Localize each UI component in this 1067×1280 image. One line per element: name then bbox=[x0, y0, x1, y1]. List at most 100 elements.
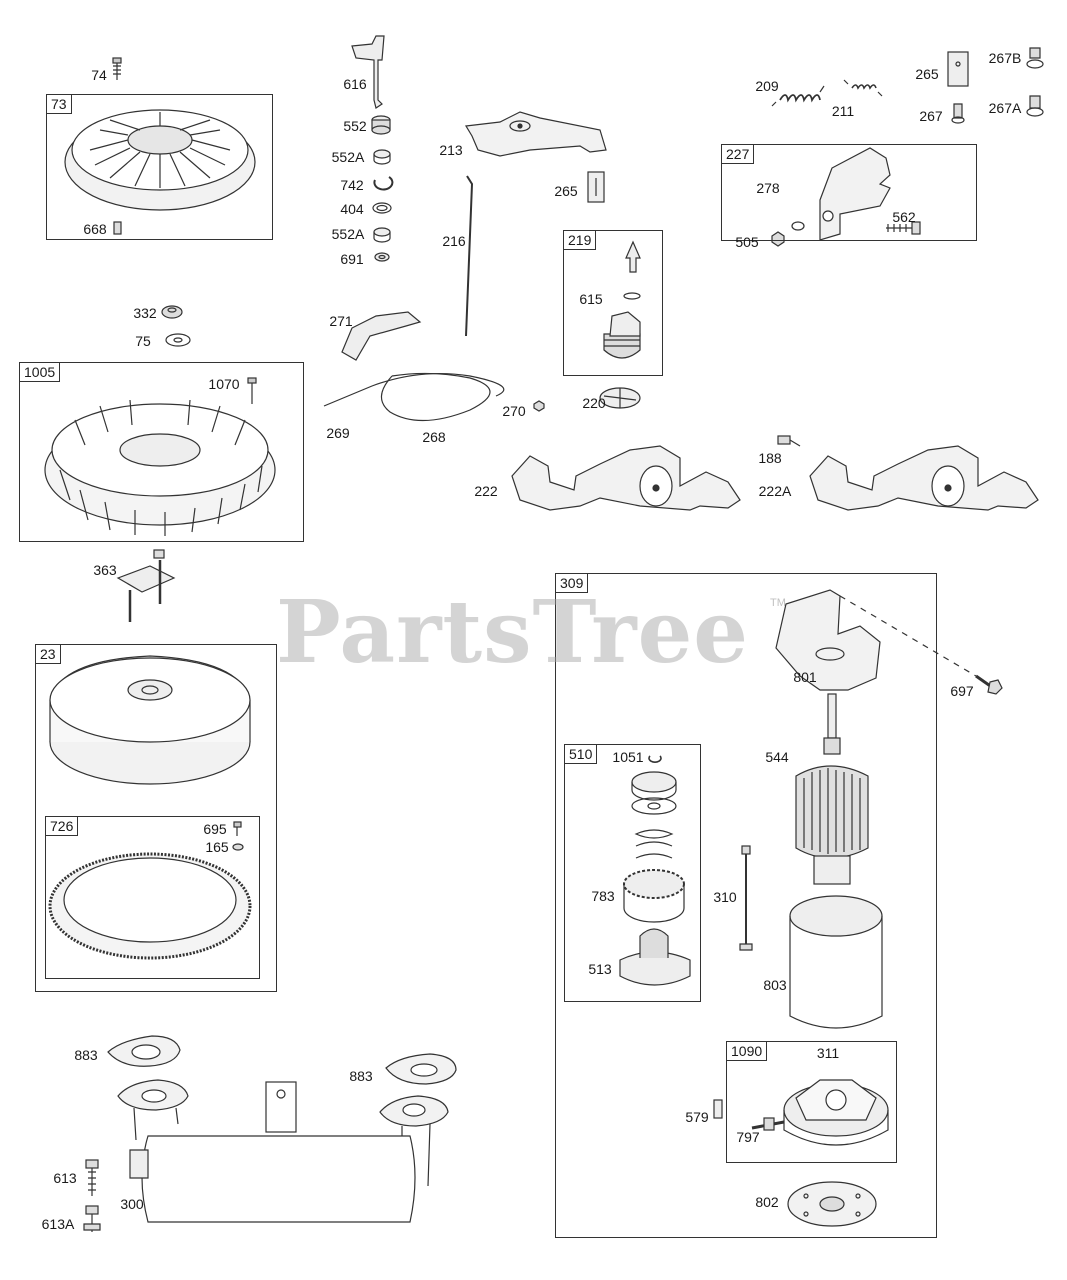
box-tag-219: 219 bbox=[563, 230, 597, 250]
part-613-bolt bbox=[85, 1159, 99, 1196]
callout-668: 668 bbox=[83, 221, 107, 237]
part-267-screw bbox=[951, 103, 965, 124]
part-552A-bushing bbox=[373, 149, 391, 243]
part-802-end-plate bbox=[787, 1181, 877, 1227]
callout-209: 209 bbox=[755, 78, 779, 94]
part-562-screw bbox=[886, 221, 921, 235]
part-363-bracket bbox=[116, 549, 176, 622]
callout-311: 311 bbox=[816, 1045, 840, 1061]
callout-267: 267 bbox=[919, 108, 943, 124]
part-691-seal bbox=[374, 252, 390, 262]
box-73 bbox=[46, 94, 273, 240]
part-505-nut bbox=[771, 231, 785, 247]
callout-278: 278 bbox=[756, 180, 780, 196]
callout-270: 270 bbox=[502, 403, 526, 419]
callout-505: 505 bbox=[735, 234, 759, 250]
part-544-armature bbox=[795, 693, 869, 885]
callout-271: 271 bbox=[329, 313, 353, 329]
part-300-muffler bbox=[117, 1079, 449, 1223]
callout-562: 562 bbox=[892, 209, 916, 225]
part-697-bolt bbox=[975, 674, 1003, 695]
callout-213: 213 bbox=[439, 142, 463, 158]
callout-579: 579 bbox=[685, 1109, 709, 1125]
callout-211: 211 bbox=[831, 103, 855, 119]
callout-616: 616 bbox=[343, 76, 367, 92]
part-510-drive-cap bbox=[631, 771, 677, 815]
part-271-lever bbox=[341, 311, 422, 361]
callout-544: 544 bbox=[765, 749, 789, 765]
callout-267B: 267B bbox=[988, 50, 1022, 66]
part-803-housing bbox=[789, 895, 883, 1029]
box-tag-309: 309 bbox=[555, 573, 589, 593]
part-75-washer bbox=[165, 333, 191, 347]
part-219-governor-gear bbox=[603, 240, 641, 359]
part-1005-fan bbox=[44, 399, 276, 536]
box-tag-1005: 1005 bbox=[19, 362, 61, 382]
callout-332: 332 bbox=[133, 305, 157, 321]
part-211-spring bbox=[843, 79, 883, 97]
part-513-drive-shaft bbox=[619, 928, 691, 986]
part-74-bolt bbox=[112, 57, 122, 80]
callout-300: 300 bbox=[120, 1196, 144, 1212]
box-726 bbox=[45, 816, 260, 979]
callout-883-right: 883 bbox=[349, 1068, 373, 1084]
part-783-pinion bbox=[623, 869, 685, 923]
box-tag-726: 726 bbox=[45, 816, 79, 836]
callout-802: 802 bbox=[755, 1194, 779, 1210]
part-726-ring-gear bbox=[48, 852, 252, 960]
part-332-nut bbox=[161, 305, 183, 319]
box-510 bbox=[564, 744, 701, 1002]
part-165-nut bbox=[232, 843, 244, 851]
box-tag-227: 227 bbox=[721, 144, 755, 164]
callout-310: 310 bbox=[713, 889, 737, 905]
watermark: PartsTree bbox=[276, 582, 750, 683]
box-tag-1090: 1090 bbox=[726, 1041, 768, 1061]
callout-1051: 1051 bbox=[612, 749, 644, 765]
part-404-washer bbox=[372, 202, 392, 214]
callout-783: 783 bbox=[591, 888, 615, 904]
callout-74: 74 bbox=[91, 67, 107, 83]
box-tag-510: 510 bbox=[564, 744, 598, 764]
callout-742: 742 bbox=[340, 177, 364, 193]
callout-883-left: 883 bbox=[74, 1047, 98, 1063]
callout-695: 695 bbox=[203, 821, 227, 837]
callout-267A: 267A bbox=[988, 100, 1022, 116]
part-220-washer bbox=[599, 387, 641, 409]
part-267A-screw bbox=[1026, 95, 1044, 117]
part-1051-clip bbox=[648, 755, 662, 763]
box-227 bbox=[721, 144, 977, 241]
callout-165: 165 bbox=[205, 839, 229, 855]
box-tag-73: 73 bbox=[46, 94, 72, 114]
callout-188: 188 bbox=[758, 450, 782, 466]
box-1005 bbox=[19, 362, 304, 542]
box-1090 bbox=[726, 1041, 897, 1163]
part-267B-screw bbox=[1026, 47, 1044, 69]
part-579-insulator bbox=[713, 1099, 723, 1119]
box-309 bbox=[555, 573, 937, 1238]
part-222A-bracket bbox=[809, 445, 1039, 511]
trademark-mark: TM bbox=[770, 597, 786, 609]
box-tag-23: 23 bbox=[35, 644, 61, 664]
part-227-bracket-assembly bbox=[819, 147, 891, 241]
part-883-gasket-left bbox=[107, 1035, 181, 1067]
part-883-gasket-right bbox=[385, 1053, 457, 1085]
box-219 bbox=[563, 230, 663, 376]
callout-552A-second: 552A bbox=[331, 226, 365, 242]
callout-552A: 552A bbox=[331, 149, 365, 165]
part-23-flywheel bbox=[49, 655, 251, 785]
callout-801: 801 bbox=[793, 669, 817, 685]
part-213-control-bracket bbox=[465, 111, 607, 157]
callout-222: 222 bbox=[474, 483, 498, 499]
callout-615: 615 bbox=[579, 291, 603, 307]
part-616-governor-shaft bbox=[351, 35, 385, 109]
part-278-washer bbox=[791, 221, 805, 231]
part-222-bracket bbox=[511, 445, 741, 511]
callout-697: 697 bbox=[950, 683, 974, 699]
callout-613: 613 bbox=[53, 1170, 77, 1186]
part-265-clamp bbox=[587, 171, 605, 203]
callout-265: 265 bbox=[554, 183, 578, 199]
callout-75: 75 bbox=[135, 333, 151, 349]
callout-269: 269 bbox=[326, 425, 350, 441]
